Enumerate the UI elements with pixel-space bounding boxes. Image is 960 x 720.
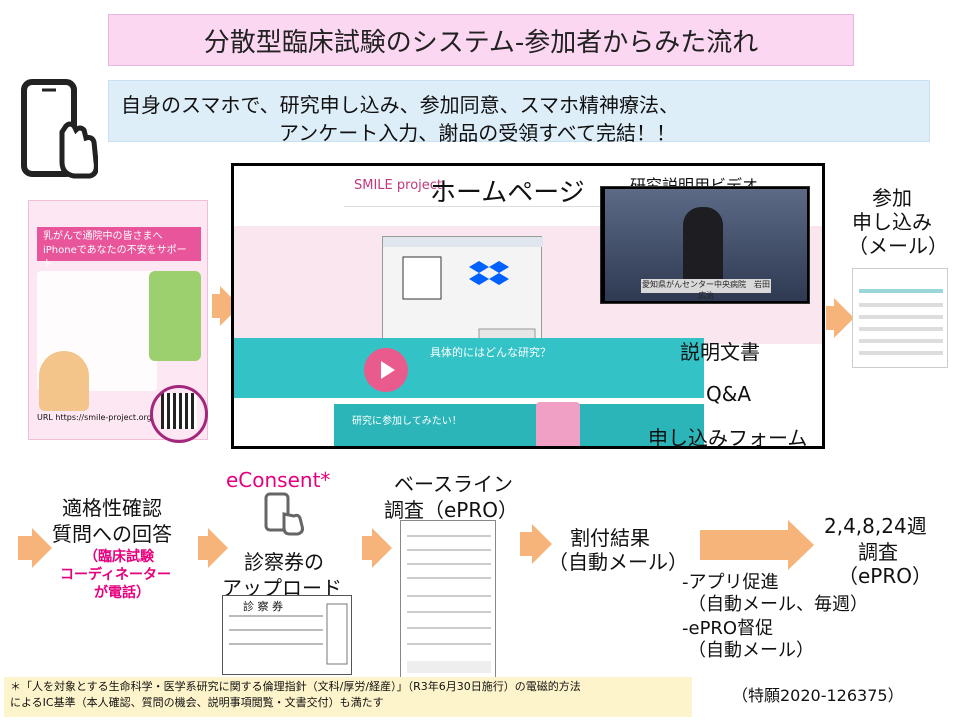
arrow-right-icon [788, 520, 814, 570]
banner-line-1: 自身のスマホで、研究申し込み、参加同意、スマホ精神療法、 [121, 89, 679, 118]
flyer-phones-image [149, 271, 201, 361]
flyer-doctor-illustration [39, 351, 89, 411]
document-label: 説明文書 [680, 336, 760, 365]
homepage-label: ホームページ [430, 172, 585, 209]
video-caption: 愛知県がんセンター中央病院 岩田 広治 [641, 279, 771, 293]
page-title: 分散型臨床試験のシステム-参加者からみた流れ [108, 14, 854, 66]
weeks-label-3: （ePRO） [838, 560, 932, 589]
allocation-label-2: （自動メール） [548, 546, 688, 575]
exam-card-image: 診 察 券 [222, 595, 352, 675]
eligibility-label-2: 質問への回答 [52, 518, 172, 547]
patent-number: （特願2020-126375） [732, 682, 904, 706]
arrow-right-icon [32, 528, 52, 568]
epro-screen-image [400, 520, 496, 678]
site-brand: SMILE project [354, 178, 442, 193]
baseline-label-1: ベースライン [394, 468, 513, 497]
site-join-text: 研究に参加してみたい！ [352, 412, 462, 427]
summary-banner: 自身のスマホで、研究申し込み、参加同意、スマホ精神療法、 アンケート入力、謝品の… [108, 80, 930, 142]
flyer-heading: 乳がんで通院中の皆さまへ iPhoneであなたの不安をサポート [37, 227, 201, 261]
arrow-right-icon [834, 298, 854, 338]
weeks-label-1: 2,4,8,24週 [824, 510, 927, 539]
upload-label-1: 診察券の [244, 546, 324, 575]
coordinator-label-1: （臨床試験 [84, 546, 154, 566]
apply-label-3: （メール） [848, 230, 948, 259]
arrow-right-icon [208, 528, 228, 568]
qa-label: Q&A [706, 382, 751, 406]
smartphone-tap-icon [18, 78, 98, 188]
explanation-video[interactable]: 愛知県がんセンター中央病院 岩田 広治 [600, 186, 810, 304]
banner-line-2: アンケート入力、謝品の受領すべて完結！！ [279, 117, 676, 146]
eligibility-label-1: 適格性確認 [62, 492, 162, 521]
arrow-right-icon [372, 528, 392, 568]
promo-label-2: （自動メール、毎週） [688, 590, 868, 616]
remind-label-2: （自動メール） [688, 636, 814, 662]
site-about-text: 具体的にはどんな研究？ [430, 344, 551, 360]
form-label: 申し込みフォーム [648, 422, 807, 451]
footnote-line-1: ＊「人を対象とする生命科学・医学系研究に関する倫理指針（文科/厚労/経産）」（R… [10, 679, 686, 695]
screenshot-dialog [382, 236, 542, 348]
coordinator-label-2: コーディネーター [60, 564, 171, 584]
flyer-url: URL https://smile-project.org [37, 413, 152, 422]
baseline-label-2: 調査（ePRO） [384, 494, 518, 523]
arrow-shaft-long [700, 530, 790, 560]
play-video-icon[interactable] [364, 348, 408, 392]
phone-tap-icon [262, 492, 306, 536]
application-form-thumbnail [852, 268, 948, 368]
site-phone-image [536, 402, 580, 449]
econsent-label: eConsent* [226, 468, 330, 492]
qr-highlight-circle [150, 385, 208, 443]
footnote-line-2: によるIC基準（本人確認、質問の機会、説明事項閲覧・文書交付）も満たす [10, 695, 686, 711]
site-about-section: 具体的にはどんな研究？ [234, 338, 704, 398]
footnote: ＊「人を対象とする生命科学・医学系研究に関する倫理指針（文科/厚労/経産）」（R… [4, 677, 692, 717]
coordinator-label-3: が電話） [94, 582, 150, 602]
